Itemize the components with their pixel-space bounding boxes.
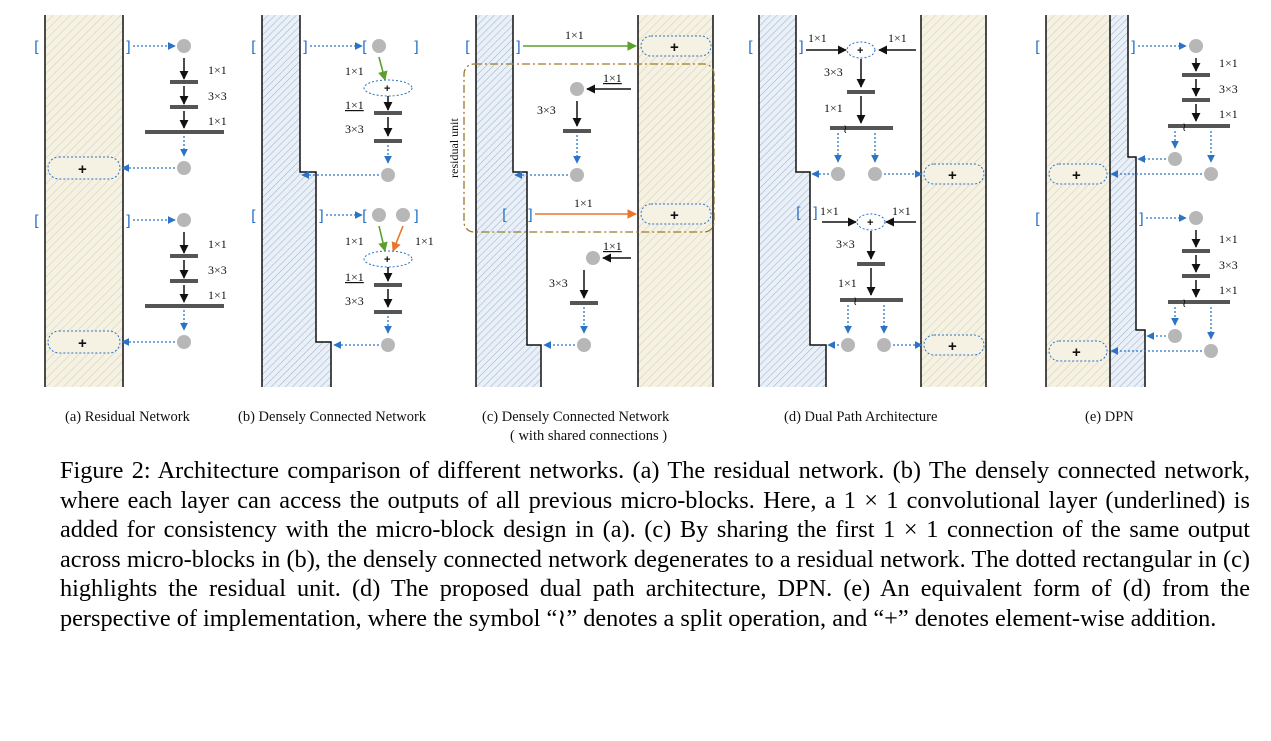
conv-label: 1×1 xyxy=(415,234,434,248)
figure-caption: Figure 2: Architecture comparison of dif… xyxy=(60,457,1250,632)
bracket-open-icon: [ xyxy=(465,38,471,56)
conv-label: 3×3 xyxy=(345,294,364,308)
panel-caption: (e) DPN xyxy=(1085,409,1134,425)
conv-label: 1×1 xyxy=(888,31,907,45)
bracket-open-icon: [ xyxy=(796,204,802,222)
svg-text:]: ] xyxy=(413,38,419,56)
svg-text:+: + xyxy=(948,167,957,184)
panel-a: [ ] 1×1 3×3 1×1 + [ ] 1×1 3×3 1×1 + xyxy=(34,15,227,425)
conv-label: 1×1 xyxy=(1219,56,1238,70)
bracket-close-icon: ] xyxy=(302,38,308,56)
bracket-close-icon: ] xyxy=(812,204,818,222)
svg-text:+: + xyxy=(384,254,390,266)
dense-path xyxy=(262,15,331,387)
svg-text:+: + xyxy=(1072,167,1081,184)
bracket-open-icon: [ xyxy=(251,207,257,225)
shared-conv-label: 1×1 xyxy=(565,28,584,42)
concat-op xyxy=(363,79,413,97)
bracket-close-icon: ] xyxy=(515,38,521,56)
conv-label: 3×3 xyxy=(1219,82,1238,96)
panel-caption: (b) Densely Connected Network xyxy=(238,409,427,425)
panel-caption: (a) Residual Network xyxy=(65,409,191,425)
bracket-open-icon: [ xyxy=(251,38,257,56)
conv-label: 3×3 xyxy=(1219,258,1238,272)
conv-label: 3×3 xyxy=(208,89,227,103)
bracket-close-icon: ] xyxy=(798,38,804,56)
panel-caption: (d) Dual Path Architecture xyxy=(784,409,937,425)
conv-label: 1×1 xyxy=(345,234,364,248)
panel-b: [ ] [ ] 1×1 + 1×1 3×3 [ ] [ ] 1×1 1×1 + … xyxy=(238,15,434,425)
conv-label: 1×1 xyxy=(208,114,227,128)
conv-label-underlined: 1×1 xyxy=(603,239,622,253)
panel-caption: (c) Densely Connected Network xyxy=(482,409,670,425)
svg-text:[: [ xyxy=(362,38,368,56)
architecture-figure: [ ] 1×1 3×3 1×1 + [ ] 1×1 3×3 1×1 + xyxy=(34,15,1238,444)
conv-label: 1×1 xyxy=(824,101,843,115)
panel-e: [ ] 1×1 3×3 1×1 ≀ + [ ] 1×1 3×3 1×1 xyxy=(1035,15,1238,425)
bracket-close-icon: ] xyxy=(125,38,131,56)
conv-label: 1×1 xyxy=(1219,283,1238,297)
conv-label: 1×1 xyxy=(808,31,827,45)
svg-text:]: ] xyxy=(413,207,419,225)
conv-label: 3×3 xyxy=(836,237,855,251)
bracket-close-icon: ] xyxy=(1130,38,1136,56)
residual-unit-label: residual unit xyxy=(447,118,461,178)
panel-caption-sub: ( with shared connections ) xyxy=(510,428,667,444)
shared-conv-label: 1×1 xyxy=(574,196,593,210)
conv-label: 1×1 xyxy=(1219,107,1238,121)
conv-label-underlined: 1×1 xyxy=(345,98,364,112)
panel-c: [ ] 1×1 + residual unit 1×1 3×3 [ ] 1×1 … xyxy=(447,15,715,444)
conv-label: 3×3 xyxy=(537,103,556,117)
panel-d: [ ] 1×1 1×1 + 3×3 1×1 ≀ + [ ] 1×1 1×1 + … xyxy=(748,15,987,425)
residual-path xyxy=(45,15,123,387)
split-icon: ≀ xyxy=(843,122,848,136)
conv-label: 1×1 xyxy=(838,276,857,290)
conv-label-underlined: 1×1 xyxy=(603,71,622,85)
conv-label: 3×3 xyxy=(345,122,364,136)
split-icon: ≀ xyxy=(1182,296,1187,310)
conv-label: 3×3 xyxy=(824,65,843,79)
bracket-open-icon: [ xyxy=(1035,38,1041,56)
add-op xyxy=(47,156,121,180)
bracket-open-icon: [ xyxy=(502,206,508,224)
svg-text:+: + xyxy=(670,39,679,56)
conv-label: 1×1 xyxy=(208,237,227,251)
bracket-open-icon: [ xyxy=(34,38,40,56)
conv-label: 3×3 xyxy=(208,263,227,277)
plus-symbol: + xyxy=(78,161,87,178)
conv-label: 1×1 xyxy=(820,204,839,218)
bracket-close-icon: ] xyxy=(318,207,324,225)
conv-label: 1×1 xyxy=(208,288,227,302)
conv-label: 1×1 xyxy=(208,63,227,77)
bracket-close-icon: ] xyxy=(1138,210,1144,228)
conv-label: 1×1 xyxy=(345,64,364,78)
conv-label: 1×1 xyxy=(1219,232,1238,246)
bracket-open-icon: [ xyxy=(1035,210,1041,228)
bracket-open-icon: [ xyxy=(34,212,40,230)
svg-text:+: + xyxy=(670,207,679,224)
svg-text:+: + xyxy=(867,217,873,229)
bracket-open-icon: [ xyxy=(748,38,754,56)
svg-text:+: + xyxy=(1072,344,1081,361)
conv-label-underlined: 1×1 xyxy=(345,270,364,284)
bracket-close-icon: ] xyxy=(527,206,533,224)
bracket-close-icon: ] xyxy=(125,212,131,230)
svg-text:+: + xyxy=(384,83,390,95)
conv-label: 1×1 xyxy=(892,204,911,218)
split-icon: ≀ xyxy=(853,294,858,308)
plus-symbol: + xyxy=(78,335,87,352)
conv-label: 3×3 xyxy=(549,276,568,290)
svg-text:+: + xyxy=(948,338,957,355)
node xyxy=(177,39,191,53)
svg-text:[: [ xyxy=(362,207,368,225)
svg-text:+: + xyxy=(857,45,863,57)
residual-unit-box xyxy=(463,63,715,233)
split-icon: ≀ xyxy=(1182,120,1187,134)
